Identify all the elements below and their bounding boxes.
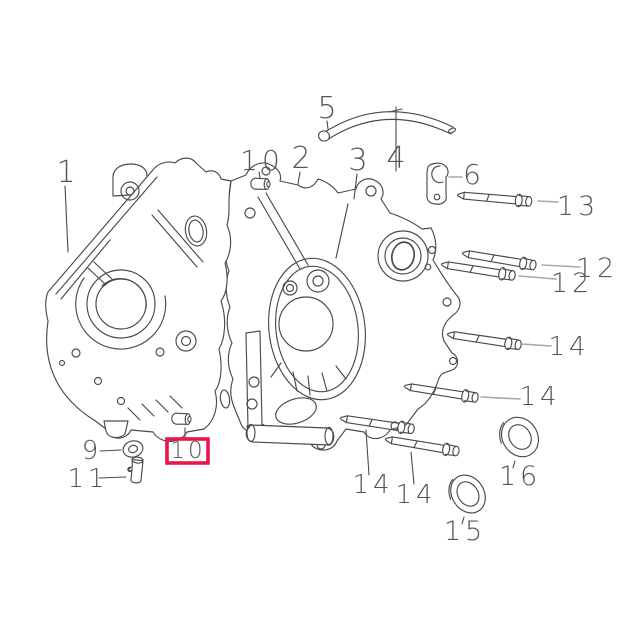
callout-label-10-top[interactable]: 10	[240, 144, 284, 177]
part-bolt-14-a	[445, 327, 523, 352]
part-breather-tube-5	[317, 111, 457, 142]
callout-label-4[interactable]: 4	[386, 141, 405, 176]
crankcase-left-half	[45, 157, 256, 442]
part-bolt-12-upper	[460, 246, 538, 273]
part-bolt-13	[456, 188, 533, 209]
callout-label-13[interactable]: 13	[557, 191, 599, 222]
callout-label-16[interactable]: 16	[499, 461, 541, 492]
callout-label-1[interactable]: 1	[56, 155, 75, 190]
callout-label-15[interactable]: 15	[444, 516, 486, 547]
callout-label-10-highlighted[interactable]: 10	[170, 438, 205, 464]
callout-labels: 1 10 2 3 5 4 6 13 12 12 14 14 14 14 16 1…	[56, 91, 618, 547]
part-oil-seal-15	[448, 474, 486, 514]
part-washer-9	[122, 440, 144, 458]
callout-label-11[interactable]: 11	[67, 464, 108, 494]
highlighted-callout-10[interactable]: 10	[165, 437, 210, 465]
highlight-box[interactable]	[165, 437, 210, 465]
part-bolt-14-d	[383, 432, 461, 459]
callout-label-14-c[interactable]: 14	[352, 470, 393, 500]
callout-label-12-upper[interactable]: 12	[576, 253, 618, 284]
part-dowel-pin-top-10	[250, 177, 271, 191]
callout-label-14-a[interactable]: 14	[548, 332, 589, 362]
callout-label-9[interactable]: 9	[82, 436, 99, 466]
part-bracket-6	[426, 162, 449, 205]
callout-label-5[interactable]: 5	[317, 91, 336, 126]
leader-lines	[64, 106, 581, 525]
callout-label-12-lower[interactable]: 12	[551, 268, 593, 299]
callout-label-14-d[interactable]: 14	[395, 480, 436, 510]
part-bolt-12-lower	[439, 257, 517, 283]
part-dowel-pin-bottom-10	[171, 412, 192, 426]
part-joint-11	[127, 456, 144, 484]
part-oil-seal-16	[499, 416, 540, 458]
callout-label-14-b[interactable]: 14	[519, 382, 560, 412]
callout-label-2[interactable]: 2	[291, 141, 310, 176]
callout-label-3[interactable]: 3	[348, 143, 367, 178]
crankcase-right-half	[219, 162, 461, 451]
callout-label-6[interactable]: 6	[463, 158, 481, 191]
